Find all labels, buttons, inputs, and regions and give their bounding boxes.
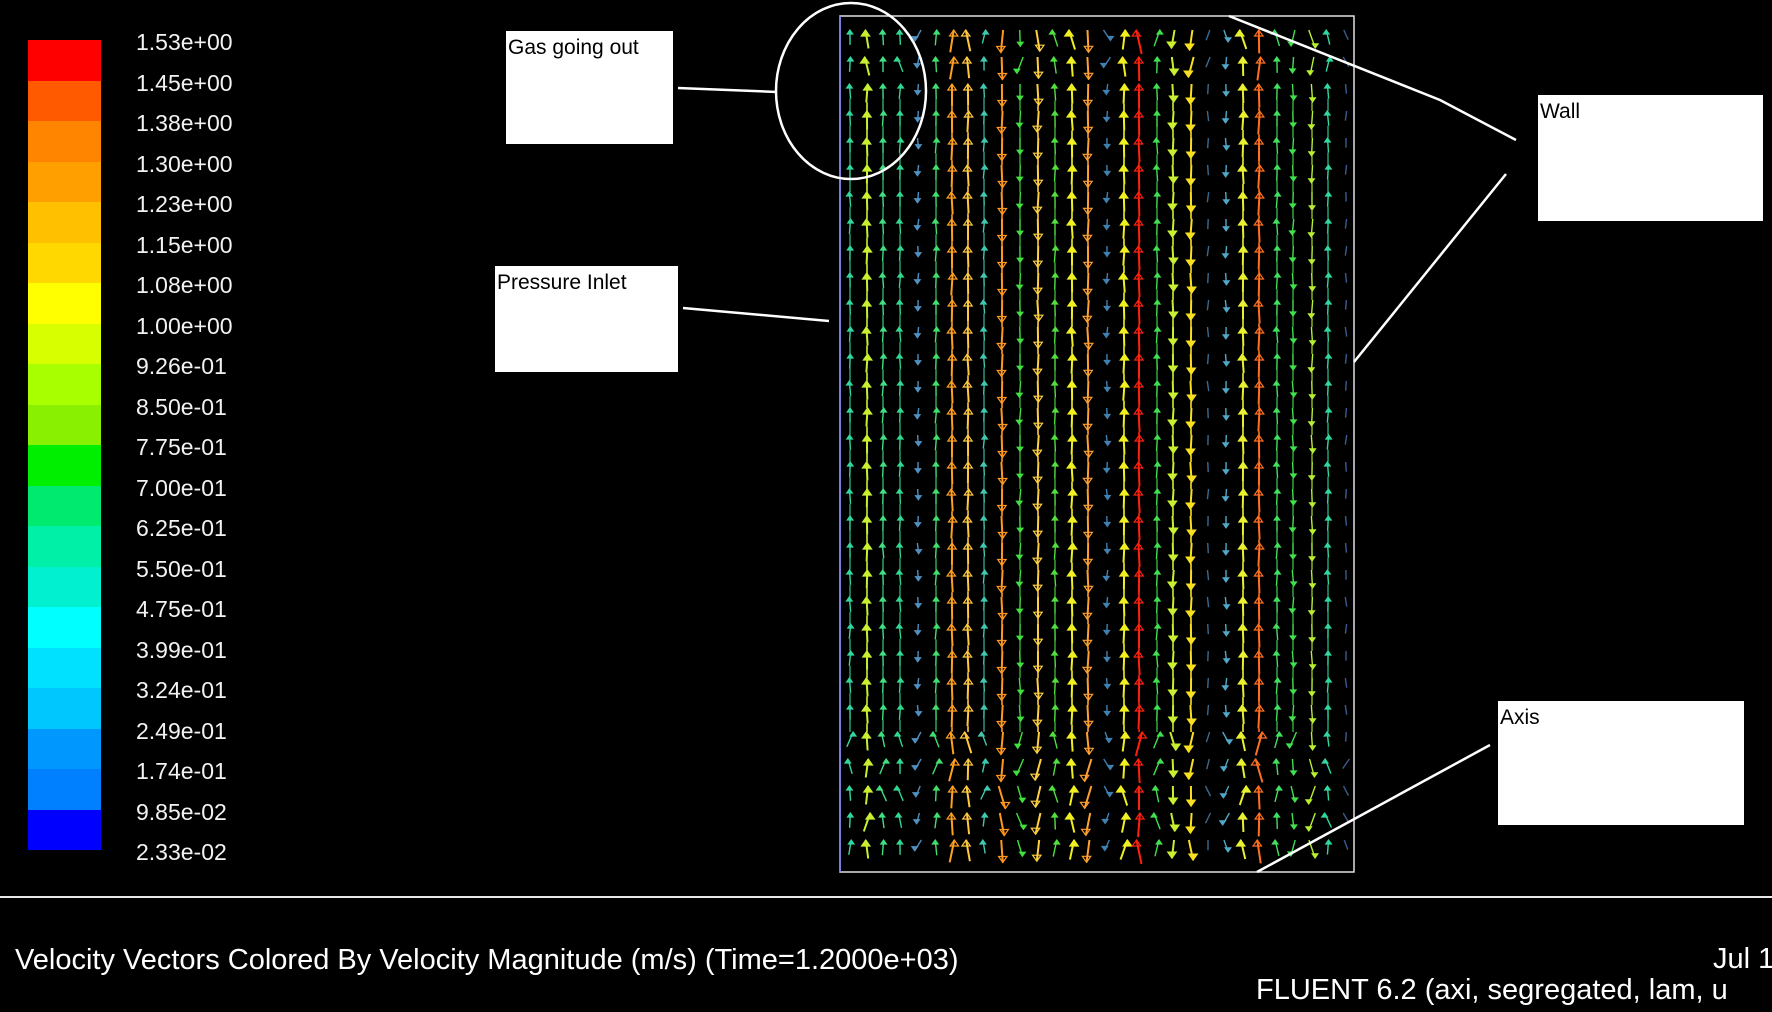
leader-line-wall-top	[1228, 14, 1517, 142]
leader-line-axis	[1256, 743, 1491, 874]
colorbar-tick-label: 2.33e-02	[136, 839, 227, 865]
annotation-gas-going-out: Gas going out	[506, 31, 673, 144]
colorbar-segment	[28, 40, 101, 81]
colorbar-segment	[28, 364, 101, 405]
colorbar-tick-label: 3.24e-01	[136, 677, 227, 703]
colorbar-segment	[28, 688, 101, 729]
colorbar-tick-label: 9.85e-02	[136, 798, 227, 825]
colorbar-tick-label: 1.23e+00	[136, 191, 233, 217]
colorbar-tick-label: 8.50e-01	[136, 393, 227, 420]
colorbar-tick-label: 1.08e+00	[136, 272, 233, 298]
colorbar-segment	[28, 607, 101, 648]
colorbar-tick-label: 1.38e+00	[136, 110, 233, 136]
colorbar-tick-label: 9.26e-01	[136, 353, 227, 379]
colorbar-segment	[28, 647, 101, 688]
colorbar-tick-label: 3.99e-01	[136, 636, 227, 663]
leader-line-gas-going-out	[677, 86, 778, 94]
colorbar-tick-label: 7.00e-01	[136, 474, 227, 501]
colorbar-segment	[28, 242, 101, 283]
colorbar-segment	[28, 566, 101, 607]
colorbar-tick-label: 6.25e-01	[136, 515, 227, 541]
plot-date: Jul 1	[1713, 943, 1772, 975]
annotation-wall: Wall	[1538, 95, 1763, 221]
colorbar	[28, 40, 101, 850]
colorbar-tick-label: 1.74e-01	[136, 758, 227, 784]
colorbar-tick-label: 1.15e+00	[136, 231, 233, 258]
colorbar-segment	[28, 80, 101, 121]
plot-title: Velocity Vectors Colored By Velocity Mag…	[15, 944, 959, 976]
gas-outlet-highlight-circle	[774, 1, 928, 181]
solver-version: FLUENT 6.2 (axi, segregated, lam, u	[1256, 974, 1728, 1006]
annotation-axis: Axis	[1498, 701, 1744, 825]
colorbar-segment	[28, 283, 101, 324]
colorbar-tick-label: 1.00e+00	[136, 312, 233, 339]
colorbar-tick-label: 7.75e-01	[136, 434, 227, 460]
leader-line-pressure-inlet	[682, 306, 830, 323]
colorbar-tick-label: 4.75e-01	[136, 596, 227, 622]
colorbar-segment	[28, 809, 101, 850]
colorbar-tick-label: 1.45e+00	[136, 69, 233, 96]
leader-line-wall-side	[1353, 173, 1507, 363]
colorbar-segment	[28, 121, 101, 162]
colorbar-segment	[28, 404, 101, 445]
footer-divider	[0, 896, 1772, 898]
colorbar-segment	[28, 161, 101, 202]
colorbar-segment	[28, 202, 101, 243]
velocity-vectors	[843, 28, 1350, 865]
colorbar-segment	[28, 445, 101, 486]
annotation-pressure-inlet: Pressure Inlet	[495, 266, 678, 372]
colorbar-segment	[28, 769, 101, 810]
colorbar-tick-label: 2.49e-01	[136, 717, 227, 744]
vector-plot	[677, 1, 1517, 874]
colorbar-tick-label: 5.50e-01	[136, 555, 227, 582]
colorbar-segment	[28, 728, 101, 769]
colorbar-segment	[28, 323, 101, 364]
colorbar-segment	[28, 485, 101, 526]
colorbar-tick-label: 1.53e+00	[136, 29, 233, 55]
colorbar-tick-label: 1.30e+00	[136, 150, 233, 177]
colorbar-segment	[28, 526, 101, 567]
